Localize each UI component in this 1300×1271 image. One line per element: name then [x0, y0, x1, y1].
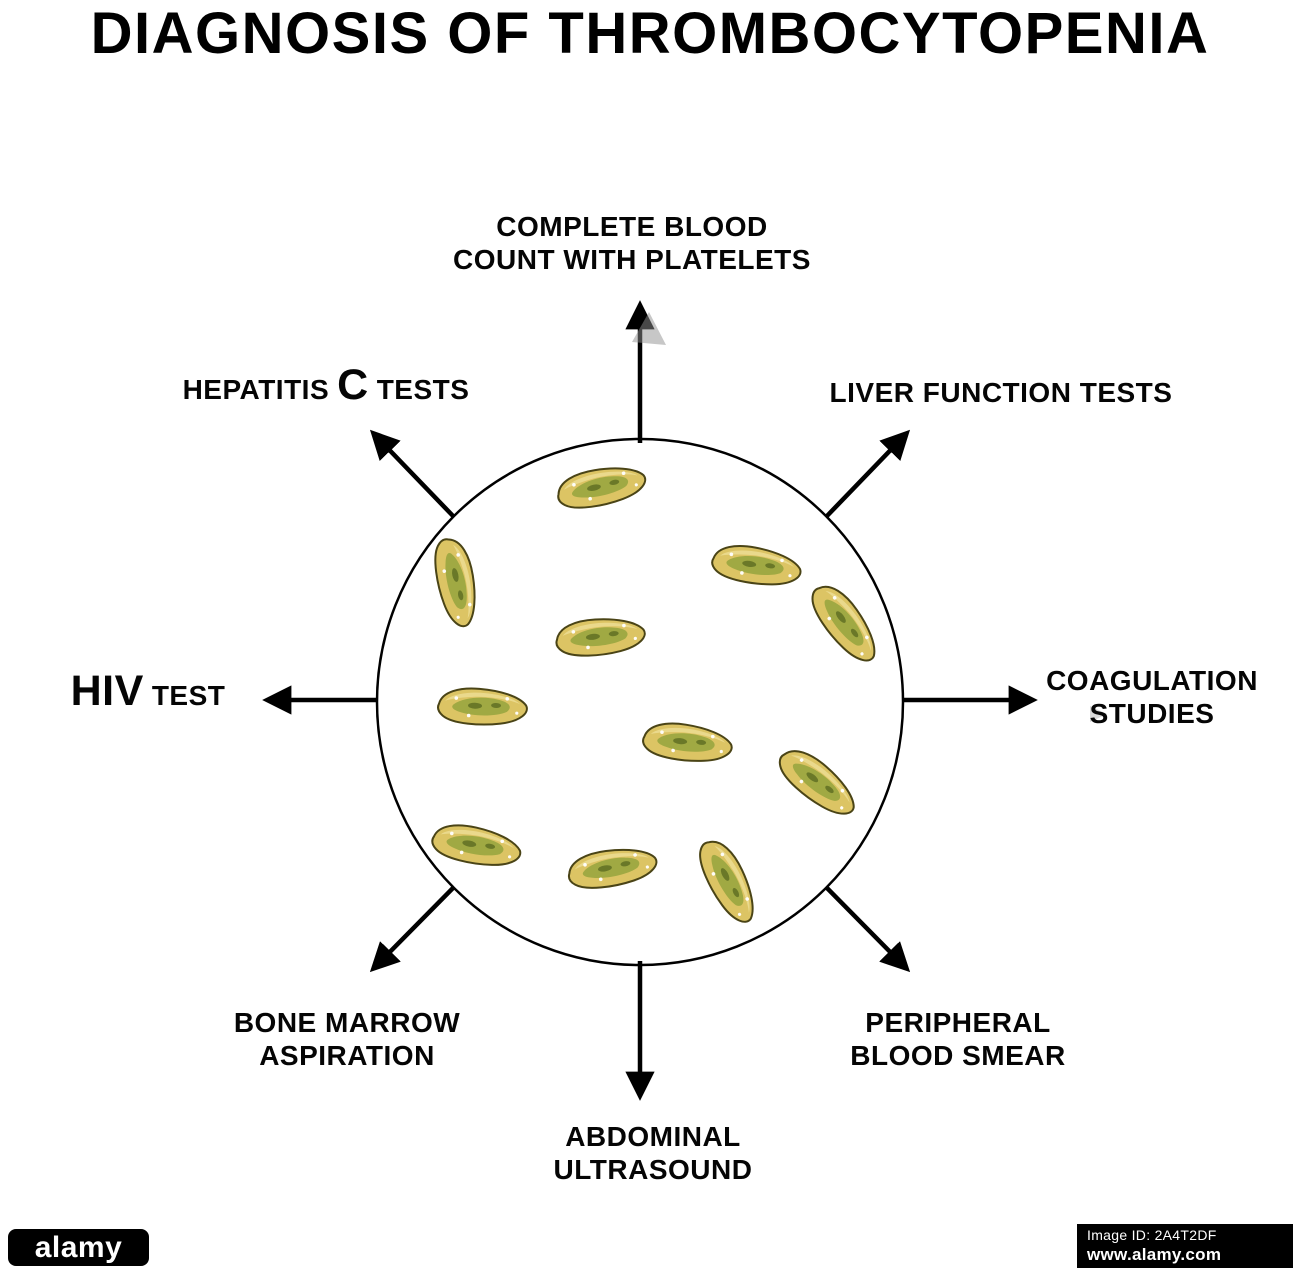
label-complete-blood-count: COMPLETE BLOOD COUNT WITH PLATELETS	[453, 210, 811, 276]
arrow-icon-bottom-left	[369, 885, 456, 973]
watermark-smudge-icon	[1090, 706, 1107, 722]
label-line: LIVER FUNCTION TESTS	[829, 377, 1173, 408]
arrow-icon-top-left	[369, 429, 456, 519]
watermark-smudge-icon	[632, 312, 666, 345]
label-peripheral-blood-smear: PERIPHERAL BLOOD SMEAR	[850, 1006, 1066, 1072]
label-bone-marrow-aspiration: BONE MARROW ASPIRATION	[234, 1006, 460, 1072]
alamy-logo: alamy	[8, 1229, 149, 1266]
label-line: COAGULATION	[1046, 665, 1258, 696]
label-segment: TESTS	[376, 374, 470, 405]
alamy-logo-text: alamy	[34, 1230, 123, 1264]
label-segment: HEPATITIS	[182, 374, 330, 405]
arrow-icon-bottom-right	[824, 885, 911, 973]
arrow-icon-top-right	[824, 429, 911, 519]
label-coagulation-studies: COAGULATION STUDIES	[1046, 664, 1258, 730]
label-segment-big: C	[337, 361, 369, 409]
label-line: COMPLETE BLOOD	[496, 211, 768, 242]
label-line: BLOOD SMEAR	[850, 1040, 1066, 1072]
label-line: ABDOMINAL	[565, 1121, 741, 1152]
label-line: PERIPHERAL	[865, 1007, 1051, 1038]
label-line: STUDIES	[1089, 698, 1215, 730]
page-title: DIAGNOSIS OF THROMBOCYTOPENIA	[90, 1, 1210, 66]
label-line: BONE MARROW	[233, 1007, 461, 1038]
label-line: ULTRASOUND	[553, 1154, 753, 1186]
label-segment: TEST	[151, 680, 226, 711]
label-liver-function-tests: LIVER FUNCTION TESTS	[830, 376, 1173, 409]
label-segment-big: HIV	[70, 667, 144, 715]
alamy-url-text: www.alamy.com	[1087, 1245, 1222, 1264]
image-id-text: Image ID: 2A4T2DF	[1087, 1227, 1217, 1243]
label-line: ASPIRATION	[259, 1040, 435, 1072]
label-abdominal-ultrasound: ABDOMINAL ULTRASOUND	[554, 1120, 753, 1186]
arrow-group	[262, 300, 1038, 1101]
label-line: COUNT WITH PLATELETS	[453, 244, 811, 276]
watermark-info-box: Image ID: 2A4T2DF www.alamy.com	[1077, 1224, 1293, 1268]
